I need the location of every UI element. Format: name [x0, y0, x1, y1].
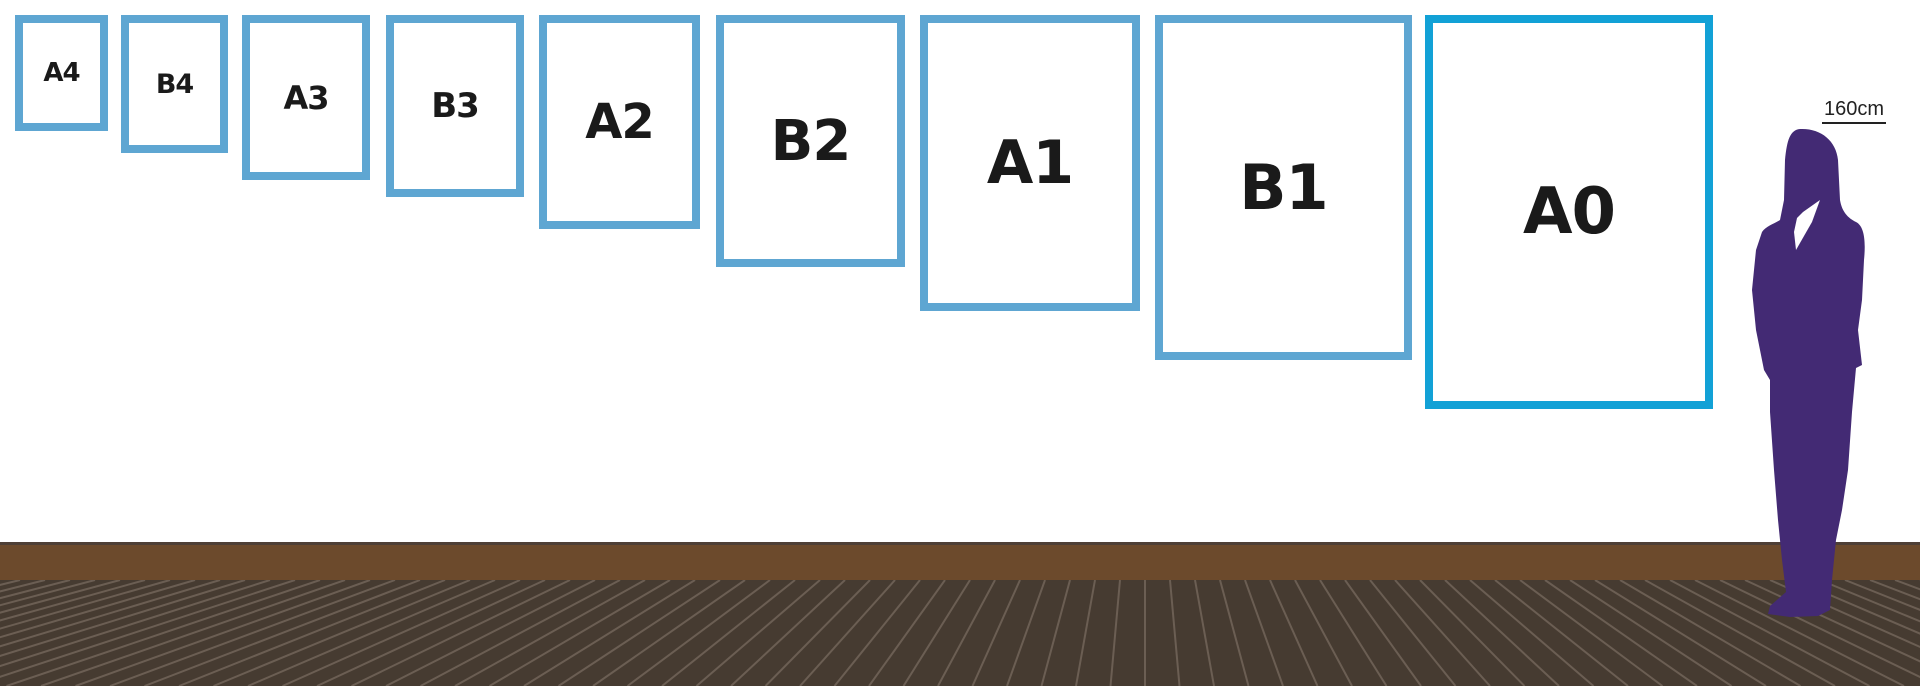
floor-plank-line	[0, 580, 246, 657]
floor-plank-line	[730, 580, 846, 686]
floor-plank-line	[661, 580, 796, 686]
floor-plank-line	[0, 580, 271, 668]
floor-plank-line	[1444, 580, 1560, 686]
floor-plank-line	[1794, 580, 1920, 635]
floor-plank-line	[833, 580, 921, 686]
frame-label: B3	[431, 86, 480, 126]
floor-plank-line	[0, 580, 196, 639]
floor-plank-line	[799, 580, 896, 686]
frame-label: A0	[1522, 175, 1616, 249]
floor-plank-line	[351, 580, 571, 686]
floor-plank-line	[1109, 580, 1121, 686]
floor-plank-line	[1369, 580, 1457, 686]
floor-plank-line	[937, 580, 996, 686]
frame-label: A3	[283, 78, 329, 117]
floor-plank-line	[1519, 580, 1664, 686]
floor-plank-line	[902, 580, 971, 686]
frame-label: B4	[155, 68, 194, 100]
floor-plank-line	[0, 580, 96, 607]
floor-plank-line	[0, 580, 296, 678]
floor-plank-line	[1844, 580, 1920, 611]
floor-plank-line	[1644, 580, 1836, 686]
frame-a3: A3	[242, 15, 370, 180]
floor-plank-line	[1244, 580, 1284, 686]
frame-a4: A4	[15, 15, 108, 131]
floor-plank-line	[1619, 580, 1802, 686]
floor-plank-line	[1169, 580, 1181, 686]
floor-plank-line	[695, 580, 821, 686]
floor-plank-line	[1006, 580, 1046, 686]
floor-plank-line	[316, 580, 546, 686]
floor-plank-line	[1494, 580, 1629, 686]
floor-plank-line	[385, 580, 596, 686]
floor-plank-line	[0, 580, 71, 600]
frame-label: B1	[1239, 151, 1328, 224]
floor-plank-line	[488, 580, 671, 686]
floor-plank-line	[764, 580, 871, 686]
frame-b1: B1	[1155, 15, 1412, 360]
floor-plank-line	[971, 580, 1021, 686]
floor-plank-line	[1819, 580, 1920, 623]
frame-a0: A0	[1425, 15, 1713, 409]
floor-plank-line	[6, 580, 321, 686]
floor-plank-line	[557, 580, 721, 686]
floor-plank-line	[109, 580, 396, 686]
floor-plank-line	[1544, 580, 1698, 686]
floor-plank-line	[626, 580, 771, 686]
frame-a2: A2	[539, 15, 700, 229]
floor-plank-line	[868, 580, 946, 686]
frame-label: B2	[770, 108, 852, 174]
floor-plank-line	[1040, 580, 1071, 686]
floor-plank-line	[1344, 580, 1422, 686]
floor-plank-line	[0, 580, 171, 630]
floor-plank-line	[454, 580, 646, 686]
floor-plank-line	[1569, 580, 1733, 686]
frame-b4: B4	[121, 15, 228, 153]
floor-plank-line	[75, 580, 371, 686]
floor-plank-line	[1075, 580, 1096, 686]
floor-plank-line	[247, 580, 496, 686]
floor-plank-line	[0, 580, 121, 614]
floor-plank-line	[213, 580, 471, 686]
floor-plank-line	[1319, 580, 1388, 686]
frame-a1: A1	[920, 15, 1140, 311]
floor-plank-line	[1419, 580, 1526, 686]
floor-plank-line	[0, 580, 146, 622]
floor-plank-line	[1294, 580, 1353, 686]
floor-plank-line	[1469, 580, 1595, 686]
height-label: 160cm	[1822, 98, 1887, 124]
floor-plank-line	[523, 580, 696, 686]
floor-plank-line	[1194, 580, 1215, 686]
floor-plank-line	[1394, 580, 1491, 686]
floor-plank-line	[1694, 580, 1905, 686]
frame-label: A2	[585, 94, 655, 150]
floor-plank-line	[0, 580, 221, 648]
floor-plank-line	[1219, 580, 1250, 686]
floor-plank-line	[282, 580, 521, 686]
floor-plank-line	[1594, 580, 1767, 686]
frame-label: A4	[43, 58, 80, 88]
frame-b2: B2	[716, 15, 905, 267]
baseboard	[0, 542, 1920, 580]
floor-plank-line	[1269, 580, 1319, 686]
floor-plank-line	[420, 580, 621, 686]
floor-plank-line	[592, 580, 746, 686]
frame-label: A1	[986, 128, 1074, 198]
floor-plank-line	[1719, 580, 1920, 679]
floor-plank-line	[1669, 580, 1870, 686]
floor-plank-line	[144, 580, 421, 686]
floor-plank-line	[40, 580, 346, 686]
wood-floor	[0, 580, 1920, 686]
floor-plank-line	[178, 580, 446, 686]
frame-b3: B3	[386, 15, 524, 197]
floor-plank-line	[1869, 580, 1920, 601]
